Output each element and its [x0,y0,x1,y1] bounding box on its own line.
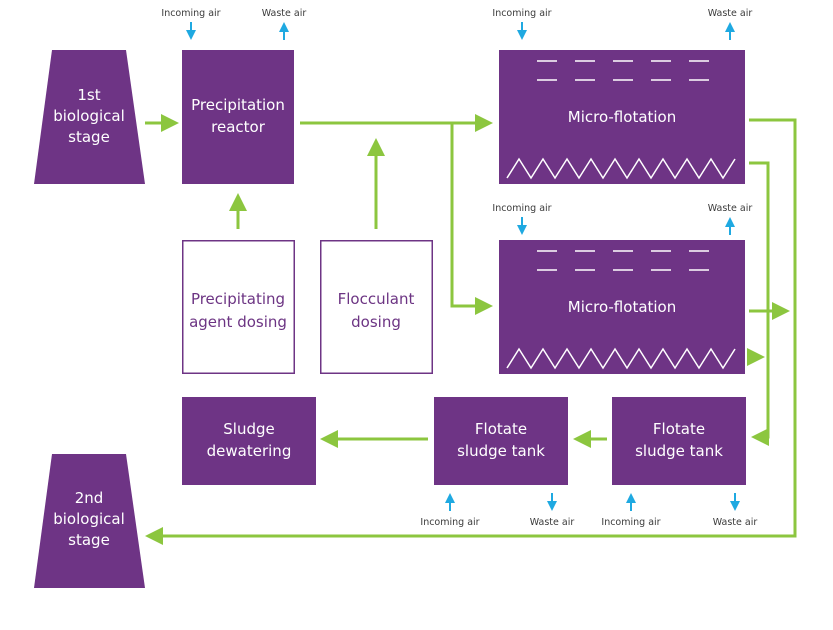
tank1-label-line1: Flotate [475,420,527,438]
micro-flotation-unit-1: Micro-flotation [499,50,745,184]
stage2-label-line1: 2nd [75,489,104,507]
tank2-waste-air-label: Waste air [713,517,758,528]
stage1-label-line1: 1st [77,86,100,104]
precip-dosing-label-line2: agent dosing [189,313,287,331]
mf2-incoming-air-label: Incoming air [492,203,551,214]
mf2-zigzag [506,347,736,370]
stage2-label-line2: biological [53,510,125,528]
tank1-waste-air-label: Waste air [530,517,575,528]
reactor-label-line2: reactor [211,118,266,136]
tank2-incoming-air-label: Incoming air [601,517,660,528]
precipitation-reactor: Precipitation reactor [182,50,294,184]
mf1-incoming-air-label: Incoming air [492,8,551,19]
mf1-zigzag [506,157,736,180]
mf2-waste-air-label: Waste air [708,203,753,214]
reactor-label-line1: Precipitation [191,96,285,114]
mf1-bubbles [537,60,709,81]
flow-mf1-to-stage2 [145,118,797,545]
reactor-incoming-air-label: Incoming air [161,8,220,19]
tank1-label-line2: sludge tank [457,442,545,460]
air-labels: Incoming air Waste air Incoming air Wast… [161,8,757,528]
mf1-label: Micro-flotation [568,108,677,126]
precipitating-agent-dosing: Precipitating agent dosing [182,240,295,374]
stage1-label-line2: biological [53,107,125,125]
mf2-bubbles [537,250,709,271]
stage1-label-line3: stage [68,128,110,146]
flocculant-dosing: Flocculant dosing [320,240,433,374]
sludge-dewatering: Sludge dewatering [182,397,316,485]
flow-junction-to-mf2 [450,123,493,315]
first-biological-stage: 1st biological stage [34,50,145,184]
tank2-label-line1: Flotate [653,420,705,438]
dewatering-label-line1: Sludge [223,420,274,438]
precip-dosing-label-line1: Precipitating [191,290,285,308]
dewatering-label-line2: dewatering [207,442,292,460]
flotate-sludge-tank-1: Flotate sludge tank [434,397,568,485]
flow-lines [145,114,797,545]
air-arrows [186,22,740,511]
mf1-waste-air-label: Waste air [708,8,753,19]
stage2-label-line3: stage [68,531,110,549]
micro-flotation-unit-2: Micro-flotation [499,240,745,374]
flow-to-flotate-tank-2 [751,311,770,446]
flow-mf1-bottom-to-right [749,161,790,320]
tank1-incoming-air-label: Incoming air [420,517,479,528]
second-biological-stage: 2nd biological stage [34,454,145,588]
reactor-waste-air-label: Waste air [262,8,307,19]
tank2-label-line2: sludge tank [635,442,723,460]
flocculant-label-line1: Flocculant [338,290,415,308]
flocculant-label-line2: dosing [351,313,401,331]
flotate-sludge-tank-2: Flotate sludge tank [612,397,746,485]
mf2-label: Micro-flotation [568,298,677,316]
